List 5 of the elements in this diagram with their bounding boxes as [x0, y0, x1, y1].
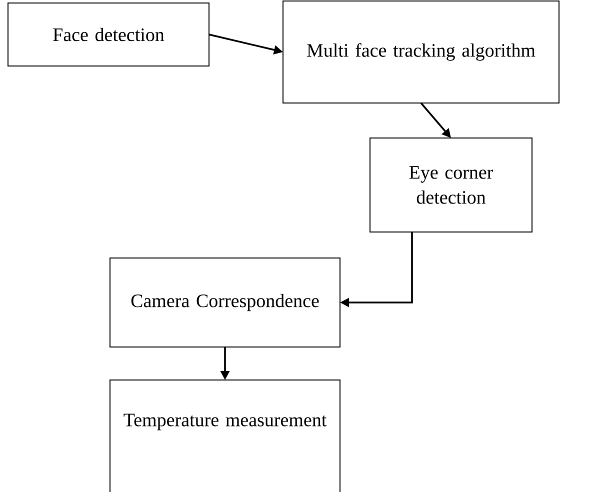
process-box: Multi face tracking algorithm — [282, 0, 560, 104]
process-box: Face detection — [8, 2, 210, 66]
process-box: Camera Correspondence — [110, 258, 340, 348]
process-box: Eye corner detection — [370, 138, 532, 232]
process-box: Temperature measurement — [110, 380, 340, 492]
